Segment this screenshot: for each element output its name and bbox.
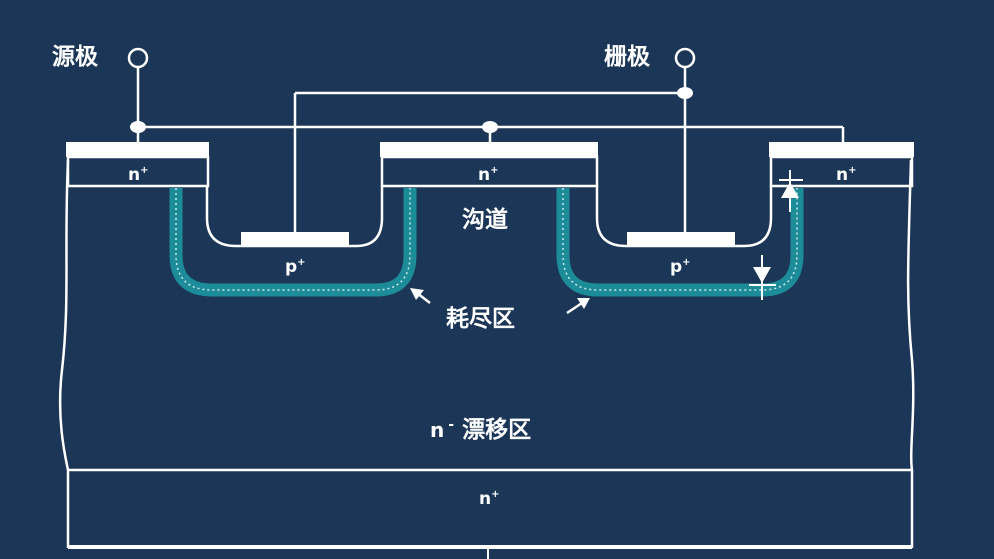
source-junction-dot-left <box>130 121 146 133</box>
p-plus-left-label: p+ <box>285 257 306 277</box>
p-plus-right-label: p+ <box>670 257 691 277</box>
drift-text: 漂移区 <box>462 417 531 443</box>
depletion-pointer-arrow-right <box>566 298 590 315</box>
device-right-edge <box>906 159 915 548</box>
n-plus-substrate-label: n+ <box>479 489 500 509</box>
gate-terminal-circle[interactable] <box>674 47 696 69</box>
n-plus-middle-label: n+ <box>478 165 499 185</box>
gate-contact-right <box>627 232 735 246</box>
n-plus-right-label: n+ <box>836 165 857 185</box>
source-junction-dot-middle <box>482 121 498 133</box>
source-contact-left <box>66 142 209 157</box>
depletion-region-left-dots <box>175 188 411 291</box>
drift-n: n <box>430 418 444 442</box>
gate-contact-left <box>241 232 349 246</box>
source-terminal-circle[interactable] <box>127 47 149 69</box>
depletion-width-arrow-bottom <box>749 255 776 300</box>
source-contact-middle <box>380 142 598 157</box>
drift-minus: - <box>448 417 454 433</box>
n-plus-left-label: n+ <box>128 165 149 185</box>
channel-label: 沟道 <box>462 206 508 233</box>
drift-region-label: n-漂移区 <box>430 417 531 443</box>
source-label: 源极 <box>52 44 98 70</box>
device-left-edge <box>58 159 70 548</box>
source-contact-right <box>769 142 914 157</box>
gate-label: 栅极 <box>604 44 650 70</box>
depletion-width-arrow-top <box>779 170 803 212</box>
gate-junction-dot <box>677 87 693 99</box>
depletion-pointer-arrow-left <box>410 288 431 304</box>
depletion-region-right-dots <box>562 188 798 291</box>
depletion-label: 耗尽区 <box>446 306 515 332</box>
